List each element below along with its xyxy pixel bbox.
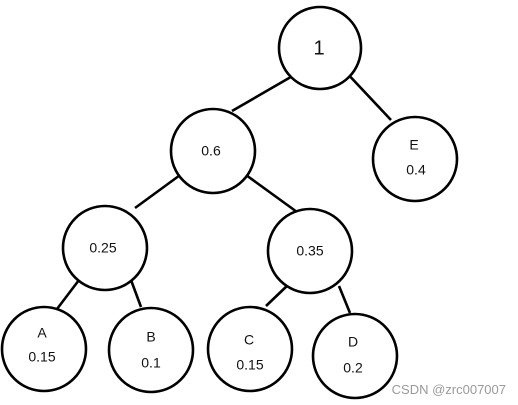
node-d-weight: 0.2: [343, 360, 363, 376]
node-leaf-a: A 0.15: [0, 305, 88, 393]
node-0-25-weight: 0.25: [89, 240, 116, 256]
node-leaf-e: E 0.4: [371, 115, 459, 203]
node-leaf-b: B 0.1: [107, 306, 195, 394]
node-a-circle: [0, 305, 88, 393]
node-d-circle: [311, 312, 399, 400]
node-leaf-d: D 0.2: [311, 312, 399, 400]
node-0-6-weight: 0.6: [201, 143, 221, 159]
edge-n06-to-n035: [245, 173, 298, 214]
node-d-name: D: [348, 334, 358, 350]
node-c-name: C: [244, 332, 254, 348]
node-b-circle: [107, 306, 195, 394]
edge-root-to-e: [343, 69, 392, 121]
node-c-circle: [206, 305, 294, 393]
node-e-circle: [371, 115, 459, 203]
node-c-weight: 0.15: [236, 357, 263, 373]
node-internal-0-25: 0.25: [61, 204, 149, 292]
node-internal-0-35: 0.35: [266, 207, 354, 295]
node-0-25-circle: [61, 204, 149, 292]
node-root: 1: [277, 5, 363, 91]
edge-n035-to-c: [265, 283, 290, 307]
edge-n025-to-a: [55, 279, 81, 310]
node-leaf-c: C 0.15: [206, 305, 294, 393]
edge-n025-to-b: [129, 279, 143, 308]
csdn-watermark: CSDN @zrc007007: [391, 382, 506, 397]
node-0-35-weight: 0.35: [296, 243, 323, 259]
node-b-weight: 0.1: [141, 355, 161, 371]
edge-n035-to-d: [337, 285, 352, 314]
node-a-name: A: [37, 325, 47, 341]
node-e-name: E: [409, 137, 418, 153]
node-internal-0-6: 0.6: [169, 107, 257, 195]
edge-root-to-n06: [231, 72, 297, 113]
node-b-name: B: [146, 329, 155, 345]
node-e-weight: 0.4: [406, 162, 426, 178]
node-0-6-circle: [169, 107, 257, 195]
node-0-35-circle: [266, 207, 354, 295]
node-root-weight: 1: [313, 37, 324, 59]
node-a-weight: 0.15: [28, 349, 55, 365]
node-root-circle: [277, 5, 363, 91]
